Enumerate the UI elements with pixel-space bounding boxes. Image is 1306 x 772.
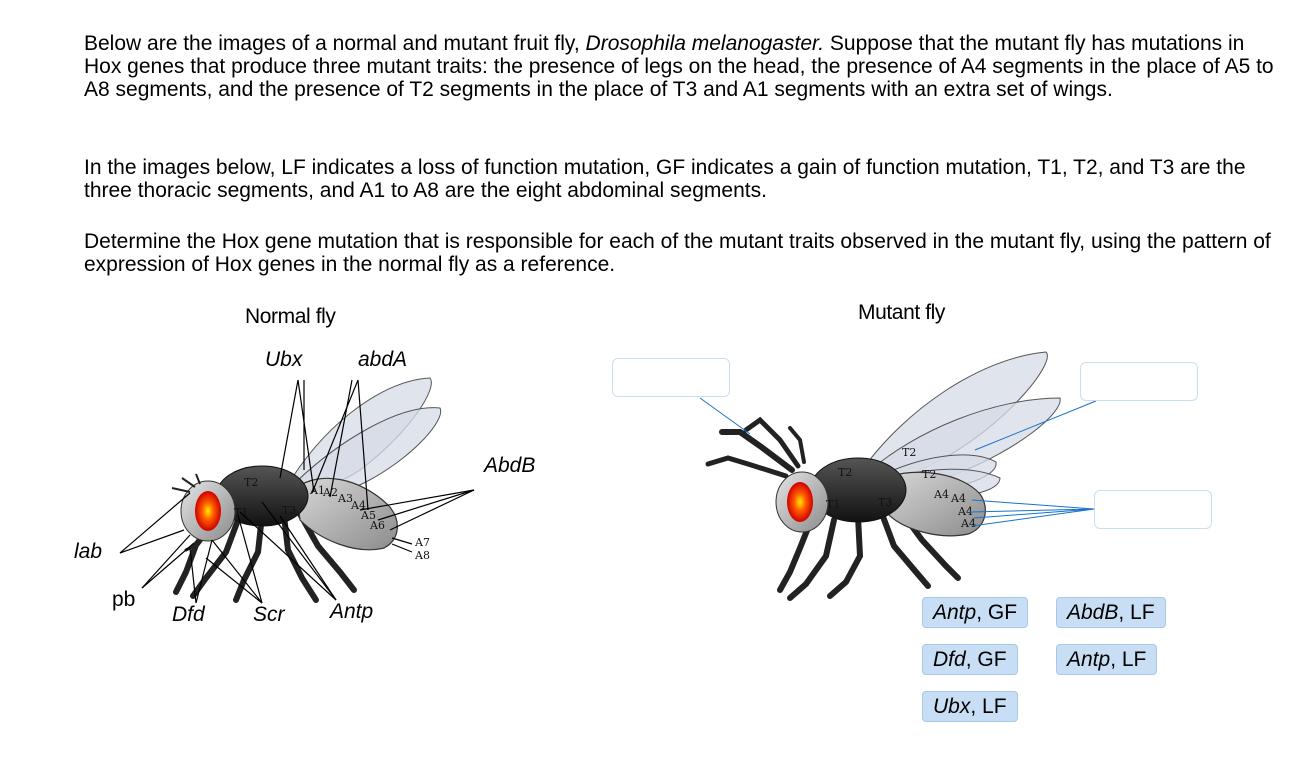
- question-paragraph-3: Determine the Hox gene mutation that is …: [84, 230, 1271, 276]
- gene-label-scr: Scr: [253, 603, 285, 626]
- answer-chip-antp-gf[interactable]: Antp, GF: [922, 597, 1029, 628]
- answer-chip-abdb-lf[interactable]: AbdB, LF: [1056, 597, 1166, 628]
- segment-label-a6: A6: [369, 519, 385, 532]
- gene-pointer-lines: [119, 379, 475, 604]
- chip-type: , LF: [1118, 601, 1155, 624]
- gene-label-lab: lab: [74, 540, 103, 563]
- question-paragraph-1: Below are the images of a normal and mut…: [84, 32, 1284, 101]
- segment-label-a4: A4: [960, 517, 976, 530]
- drop-target-leader-lines: [699, 397, 1097, 527]
- chip-type: , GF: [976, 601, 1018, 624]
- segment-label-t2-extra: T2: [902, 446, 916, 459]
- chip-gene: AbdB: [1067, 601, 1119, 624]
- segment-label-a3: A3: [337, 492, 353, 505]
- answer-chip-ubx-lf[interactable]: Ubx, LF: [922, 691, 1018, 722]
- answer-chip-antp-lf[interactable]: Antp, LF: [1056, 644, 1158, 675]
- chip-gene: Dfd: [933, 648, 966, 671]
- segment-label-a4: A4: [933, 488, 949, 501]
- normal-fly: T2 T1 T3 A1 A2 A3 A4 A5 A6 A7 A8: [119, 377, 475, 604]
- drop-target-head-legs[interactable]: [612, 358, 730, 397]
- segment-label-t3: T3: [878, 496, 892, 509]
- gene-label-ubx: Ubx: [265, 348, 303, 371]
- mutant-fly-title: Mutant fly: [858, 301, 946, 324]
- segment-label-t2-extra: T2: [922, 468, 936, 481]
- question-paragraph-2: In the images below, LF indicates a loss…: [84, 156, 1246, 202]
- question-text: Suppose that the mutant fly has mutation…: [84, 32, 1274, 101]
- segment-label-t2: T2: [244, 476, 258, 489]
- chip-type: , GF: [965, 648, 1007, 671]
- drop-target-abdomen[interactable]: [1094, 490, 1212, 529]
- mutant-fly: T2 T1 T3 T2 T2 A4 A4 A4 A4: [699, 351, 1097, 601]
- chip-gene: Antp: [1067, 648, 1111, 671]
- chip-type: , LF: [970, 695, 1007, 718]
- segment-label-t3: T3: [282, 504, 296, 517]
- abdomen: [295, 477, 398, 551]
- question-text: Below are the images of a normal and mut…: [84, 32, 586, 55]
- wing-icon: [291, 377, 442, 493]
- gene-label-abda: abdA: [358, 348, 408, 371]
- segment-label-a7: A7: [414, 536, 430, 549]
- segment-label-a4: A4: [350, 499, 366, 512]
- eye-icon: [195, 491, 221, 531]
- segment-label-t1: T1: [826, 498, 840, 511]
- segment-label-a5: A5: [360, 509, 376, 522]
- eye-icon: [787, 482, 813, 522]
- segment-label-t2: T2: [838, 466, 852, 479]
- gene-label-antp: Antp: [330, 600, 374, 623]
- drop-target-extra-wings[interactable]: [1080, 362, 1198, 401]
- bristles: [171, 473, 201, 493]
- segment-label-a4: A4: [950, 492, 966, 505]
- gene-label-dfd: Dfd: [172, 603, 205, 626]
- segment-label-a8: A8: [414, 549, 430, 562]
- chip-gene: Ubx: [933, 695, 971, 718]
- segment-label-a2: A2: [322, 486, 338, 499]
- gene-label-abdb: AbdB: [484, 454, 536, 477]
- answer-chip-dfd-gf[interactable]: Dfd, GF: [922, 644, 1018, 675]
- gene-label-pb: pb: [112, 588, 136, 611]
- chip-gene: Antp: [933, 601, 977, 624]
- segment-label-a4: A4: [957, 505, 973, 518]
- chip-type: , LF: [1110, 648, 1147, 671]
- normal-fly-title: Normal fly: [245, 305, 336, 328]
- species-name: Drosophila melanogaster.: [585, 32, 825, 55]
- legs: [705, 416, 961, 601]
- mutant-segment-labels: T2 T1 T3 T2 T2 A4 A4 A4 A4: [826, 446, 976, 530]
